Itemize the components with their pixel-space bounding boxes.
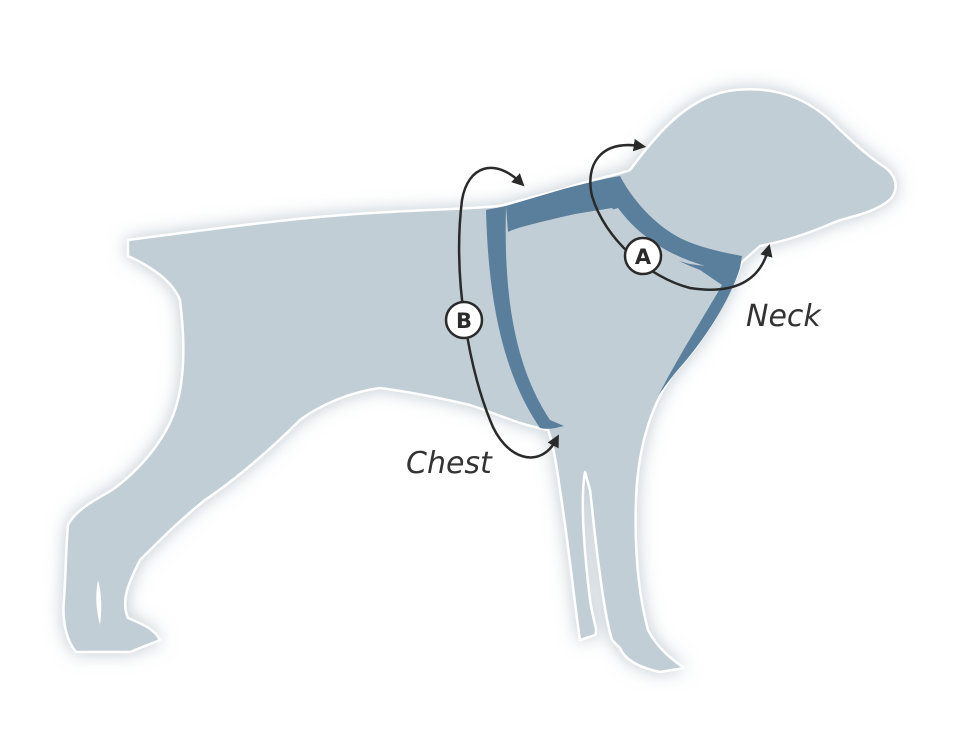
dog-silhouette [62, 88, 897, 674]
marker-b-text: B [456, 309, 472, 333]
harness [486, 176, 742, 429]
marker-a: A [623, 236, 663, 276]
marker-b: B [444, 300, 484, 340]
dog-body [62, 88, 897, 674]
neck-label: Neck [746, 299, 822, 334]
marker-a-circle [623, 236, 663, 276]
harness-chest-strap [486, 206, 564, 429]
leg-gap [96, 580, 102, 625]
harness-neck-strap [604, 208, 705, 266]
marker-b-circle [444, 300, 484, 340]
chest-label: Chest [406, 446, 493, 481]
marker-a-text: A [635, 245, 652, 269]
